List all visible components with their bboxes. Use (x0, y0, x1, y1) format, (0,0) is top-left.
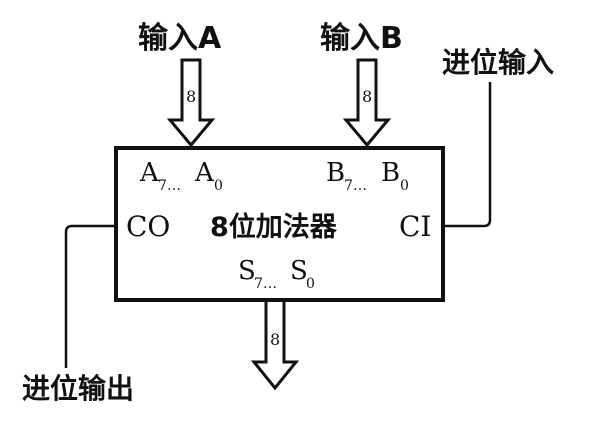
co-port: CO (126, 210, 170, 243)
adder-title: 8位加法器 (210, 211, 338, 243)
svg-text:A: A (194, 158, 215, 188)
input-a-label: 输入A (138, 21, 222, 56)
carry-out-line (64, 224, 116, 368)
svg-text:0: 0 (306, 276, 315, 292)
ci-port: CI (399, 210, 431, 243)
svg-text:S: S (238, 256, 256, 286)
svg-text:…: … (263, 276, 277, 292)
input-a-width: 8 (186, 87, 196, 106)
carry-in-label: 进位输入 (442, 46, 554, 79)
svg-text:7: 7 (254, 276, 263, 292)
port-b-label: B 7 … B 0 (326, 158, 409, 194)
svg-text:7: 7 (344, 178, 353, 194)
input-b-bus-arrow (342, 58, 392, 148)
adder-block (114, 146, 445, 302)
input-a-bus-arrow (166, 58, 216, 148)
input-b-label: 输入B (320, 21, 403, 56)
svg-text:7: 7 (158, 178, 167, 194)
svg-text:…: … (167, 178, 181, 194)
input-b-width: 8 (362, 87, 372, 106)
svg-text:B: B (326, 158, 345, 188)
port-a-label: A 7 … A 0 (139, 158, 223, 194)
svg-text:…: … (353, 178, 367, 194)
svg-text:0: 0 (214, 178, 223, 194)
svg-text:0: 0 (400, 178, 409, 194)
svg-text:B: B (381, 158, 400, 188)
carry-out-label: 进位输出 (22, 372, 134, 405)
svg-text:S: S (290, 256, 308, 286)
svg-text:A: A (139, 158, 160, 188)
output-bus-arrow (250, 298, 300, 391)
output-width: 8 (270, 330, 280, 349)
port-s-label: S 7 … S 0 (238, 256, 315, 292)
carry-in-line (443, 82, 492, 228)
